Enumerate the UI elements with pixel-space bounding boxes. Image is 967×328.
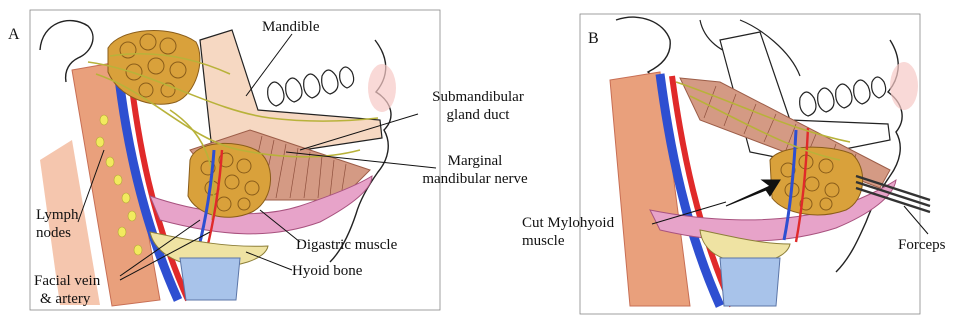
label-facial-vein-artery: Facial vein & artery	[34, 272, 100, 308]
panel-a-submandibular-gland	[188, 143, 271, 217]
label-marginal-mandibular-nerve: Marginal mandibular nerve	[410, 152, 540, 188]
label-lymph-line2: nodes	[36, 224, 79, 242]
panel-a-letter: A	[8, 26, 20, 44]
label-cut-mylohyoid-muscle: Cut Mylohyoid muscle	[522, 214, 614, 250]
label-nerve-line1: Marginal	[410, 152, 540, 170]
label-duct-line1: Submandibular	[408, 88, 548, 106]
panel-a-illustration	[30, 10, 440, 310]
label-vessels-line1: Facial vein	[34, 272, 100, 290]
panel-b-letter: B	[588, 30, 599, 48]
label-mandible: Mandible	[262, 18, 320, 36]
panel-b-submandibular-gland	[770, 147, 863, 215]
label-lymph-line1: Lymph	[36, 206, 79, 224]
panel-b-arrow	[726, 180, 780, 206]
panel-a-teeth	[268, 67, 354, 106]
panel-a-larynx	[180, 258, 240, 300]
label-nerve-line2: mandibular nerve	[410, 170, 540, 188]
label-hyoid-bone: Hyoid bone	[292, 262, 362, 280]
label-duct-line2: gland duct	[408, 106, 548, 124]
label-forceps: Forceps	[898, 236, 946, 254]
label-lymph-nodes: Lymph nodes	[36, 206, 79, 242]
panel-b-lip-blush	[890, 62, 918, 110]
label-digastric-muscle: Digastric muscle	[296, 236, 397, 254]
label-submandibular-gland-duct: Submandibular gland duct	[408, 88, 548, 124]
panel-b-illustration	[580, 14, 930, 314]
panel-a-lip-blush	[368, 64, 396, 112]
label-vessels-line2: & artery	[34, 290, 100, 308]
label-mylohyoid-line1: Cut Mylohyoid	[522, 214, 614, 232]
panel-b-larynx	[720, 258, 780, 306]
panel-b-teeth	[800, 77, 886, 116]
label-mylohyoid-line2: muscle	[522, 232, 614, 250]
